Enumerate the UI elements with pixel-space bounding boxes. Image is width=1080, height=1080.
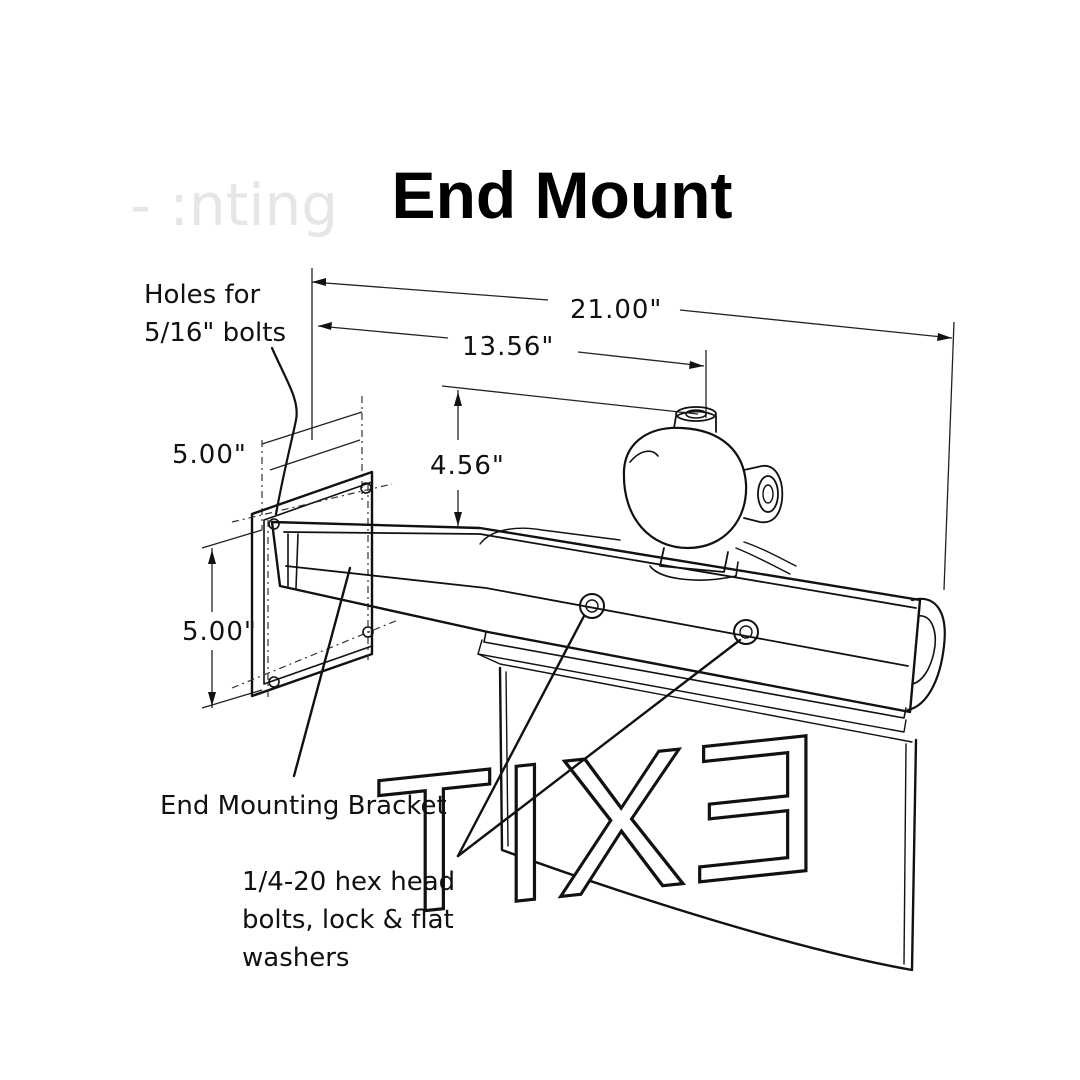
- exit-sign-letters: EXIT: [370, 691, 822, 958]
- callout-leader-holes: [270, 346, 298, 516]
- exit-sign-text: EXIT: [369, 690, 824, 960]
- housing-bar: [270, 520, 946, 743]
- junction-box: [622, 406, 797, 581]
- bolts-callout-line1: 1/4-20 hex head: [242, 867, 455, 897]
- callout-leader-bolts: [456, 614, 742, 858]
- bracket-lower-spacing-label: 5.00": [182, 617, 257, 647]
- hex-bolt-left: [579, 593, 605, 619]
- bracket-callout: End Mounting Bracket: [160, 791, 447, 821]
- end-mounting-bracket: [231, 470, 399, 700]
- holes-callout-line2: 5/16" bolts: [144, 318, 286, 348]
- dimension-canopy-height: 4.56": [430, 385, 699, 528]
- dimension-canopy-offset: 13.56": [317, 322, 707, 418]
- dimension-bracket-lower: 5.00": [182, 529, 263, 709]
- bolts-callout-line2: bolts, lock & flat: [242, 905, 454, 935]
- overall-length-label: 21.00": [570, 295, 662, 325]
- canopy-offset-label: 13.56": [462, 332, 554, 362]
- holes-callout-line1: Holes for: [144, 280, 261, 310]
- diagram-title: End Mount: [392, 158, 733, 232]
- canopy-height-label: 4.56": [430, 451, 505, 481]
- bracket-upper-spacing-label: 5.00": [172, 440, 247, 470]
- ghost-text: ‑ :nting: [130, 171, 338, 239]
- hex-bolt-right: [733, 619, 759, 645]
- bolts-callout-line3: washers: [242, 943, 349, 973]
- dimension-overall-length: 21.00": [311, 268, 955, 591]
- callout-leader-bracket: [292, 566, 352, 778]
